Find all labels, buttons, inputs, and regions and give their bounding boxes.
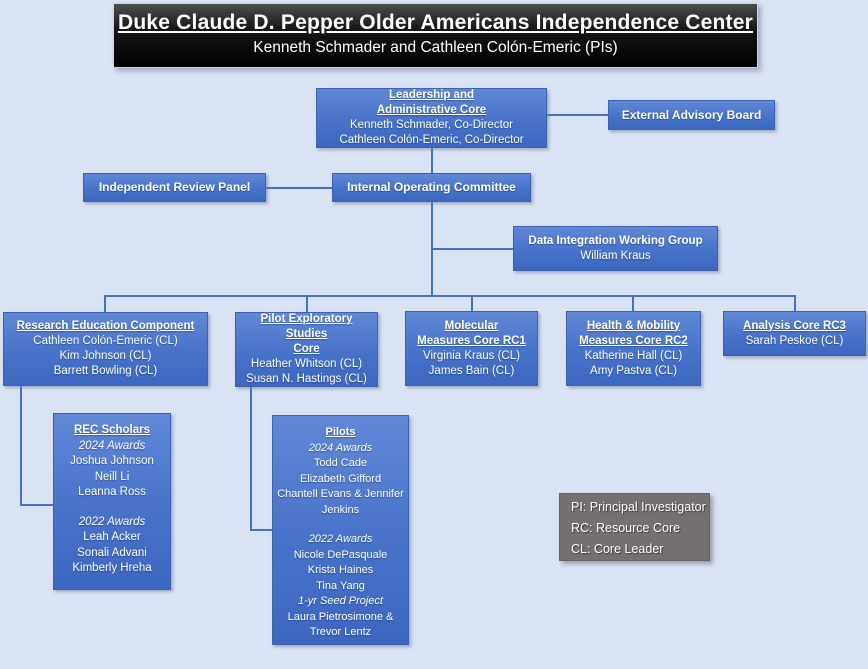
connector-distribution-bar (104, 295, 796, 297)
seed-project-label: 1-yr Seed Project (298, 595, 383, 607)
award-year-label: 2022 Awards (308, 533, 373, 545)
node-title: Data Integration Working Group (528, 234, 703, 247)
legend-item: RC: Resource Core (571, 521, 681, 535)
pilot-awardee-name: Elizabeth Gifford (299, 472, 382, 485)
node-title: Leadership and (389, 89, 474, 101)
node-independent-review-panel: Independent Review Panel (83, 173, 266, 202)
pilot-awardee-name: Todd Cade (313, 457, 368, 469)
connector-drop-rc3 (794, 295, 796, 312)
member-name: Sarah Peskoe (CL) (745, 334, 844, 347)
connector-pilotcore-to-pilots-vertical (250, 387, 252, 531)
member-name: Katherine Hall (CL) (584, 349, 683, 362)
node-data-integration-working-group: Data Integration Working Group William K… (513, 226, 718, 271)
award-year-label: 2022 Awards (78, 515, 146, 528)
pilot-awardee-name: Laura Pietrosimone & Trevor Lentz (287, 610, 394, 639)
connector-rec-to-scholars-vertical (20, 386, 22, 506)
scholar-name: Kimberly Hreha (72, 562, 152, 574)
connector-drop-pilot (306, 295, 308, 313)
node-title: Health & Mobility (586, 319, 681, 332)
chart-subtitle: Kenneth Schmader and Cathleen Colón-Emer… (253, 39, 618, 56)
chart-title: Duke Claude D. Pepper Older Americans In… (118, 11, 753, 34)
title-banner: Duke Claude D. Pepper Older Americans In… (113, 3, 758, 68)
node-title: Measures Core RC2 (579, 334, 688, 347)
connector-leadership-to-external-advisory (547, 114, 608, 116)
node-title: Molecular (444, 319, 499, 332)
member-name: Virginia Kraus (CL) (423, 349, 520, 362)
connector-irp-to-ioc (266, 187, 332, 189)
node-external-advisory-board: External Advisory Board (608, 100, 775, 130)
pilot-awardee-name: Chantell Evans & Jennifer Jenkins (277, 488, 404, 516)
member-name: James Bain (CL) (428, 364, 515, 377)
connector-pilotcore-to-pilots-horizontal (250, 529, 273, 531)
node-title: Pilot Exploratory Studies (260, 313, 353, 340)
node-research-education-component: Research Education Component Cathleen Co… (3, 312, 208, 386)
member-name: Kim Johnson (CL) (59, 350, 152, 362)
pilot-awardee-name: Tina Yang (316, 579, 365, 592)
connector-branch-to-diwg (432, 248, 513, 250)
node-rec-scholars: REC Scholars 2024 Awards Joshua Johnson … (53, 413, 171, 590)
member-name: Susan N. Hastings (CL) (246, 373, 367, 385)
node-health-mobility-measures-core-rc2: Health & Mobility Measures Core RC2 Kath… (566, 311, 701, 386)
award-year-label: 2024 Awards (78, 439, 146, 452)
node-leadership-administrative-core: Leadership and Administrative Core Kenne… (316, 88, 547, 148)
member-name: Kenneth Schmader, Co-Director (350, 119, 513, 131)
abbreviation-legend: PI: Principal Investigator RC: Resource … (559, 493, 710, 561)
node-pilots: Pilots 2024 Awards Todd Cade Elizabeth G… (272, 415, 409, 645)
legend-item: CL: Core Leader (571, 542, 664, 556)
member-name: Cathleen Colón-Emeric, Co-Director (339, 134, 524, 146)
scholar-name: Leanna Ross (78, 486, 146, 498)
connector-drop-rec (104, 295, 106, 313)
node-title: Administrative Core (376, 104, 487, 116)
scholar-name: Neill Li (94, 470, 130, 483)
node-pilot-exploratory-studies-core: Pilot Exploratory Studies Core Heather W… (235, 312, 378, 387)
connector-leadership-to-ioc (431, 148, 433, 173)
node-molecular-measures-core-rc1: Molecular Measures Core RC1 Virginia Kra… (405, 311, 538, 386)
member-name: Amy Pastva (CL) (590, 364, 677, 377)
scholar-name: Joshua Johnson (70, 455, 154, 467)
node-title: Research Education Component (16, 320, 195, 332)
node-title: Pilots (325, 426, 356, 438)
node-title: Internal Operating Committee (347, 180, 516, 194)
scholar-name: Leah Acker (83, 531, 141, 543)
scholar-name: Sonali Advani (77, 546, 147, 559)
node-title: Analysis Core RC3 (743, 319, 846, 332)
member-name: Barrett Bowling (CL) (53, 365, 158, 377)
node-title: REC Scholars (73, 424, 151, 436)
award-year-label: 2024 Awards (308, 441, 373, 454)
member-name: Heather Whitson (CL) (250, 358, 363, 370)
node-title: External Advisory Board (621, 107, 762, 122)
node-title: Independent Review Panel (98, 180, 251, 194)
pilot-awardee-name: Nicole DePasquale (293, 548, 388, 561)
connector-drop-rc2 (632, 295, 634, 312)
member-name: Cathleen Colón-Emeric (CL) (33, 335, 178, 347)
node-title: Core (293, 343, 320, 355)
node-title: Measures Core RC1 (417, 334, 526, 347)
member-name: William Kraus (580, 249, 651, 262)
node-internal-operating-committee: Internal Operating Committee (332, 173, 531, 202)
connector-rec-to-scholars-horizontal (20, 504, 54, 506)
legend-item: PI: Principal Investigator (571, 500, 706, 514)
connector-drop-rc1 (471, 295, 473, 312)
node-analysis-core-rc3: Analysis Core RC3 Sarah Peskoe (CL) (723, 311, 866, 356)
pilot-awardee-name: Krista Haines (307, 564, 374, 576)
